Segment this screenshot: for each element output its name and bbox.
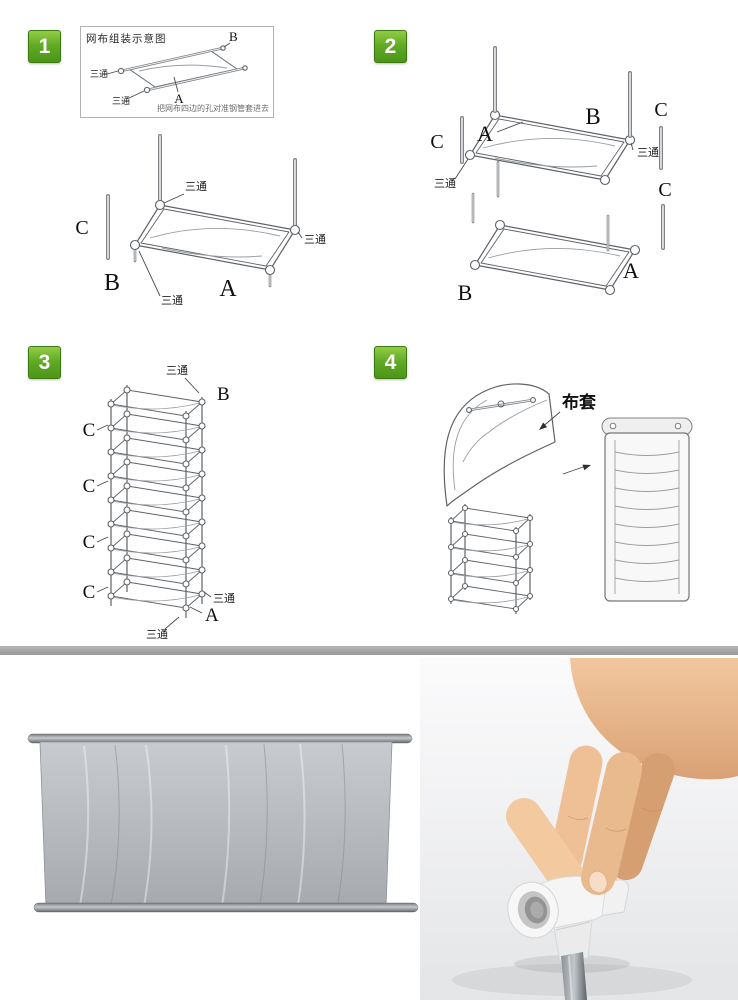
step-2-badge: 2: [374, 30, 407, 63]
label-c: C: [83, 476, 96, 497]
step3-diagram: 三通 B C C C C 三通 A 三通: [83, 364, 235, 641]
label-a: A: [219, 276, 237, 302]
step-3-number: 3: [38, 350, 51, 374]
shelf-frame: [134, 204, 296, 271]
label-c: C: [658, 179, 671, 201]
tee-label: 三通: [213, 592, 235, 605]
label-c: C: [83, 582, 96, 603]
label-b: B: [585, 104, 600, 129]
label-b: B: [229, 29, 238, 44]
tee-label: 三通: [304, 233, 326, 246]
inset-diagram: B A 三通 三通: [90, 29, 248, 106]
inset-bottom-tube: [143, 65, 248, 94]
label-b: B: [104, 270, 120, 296]
label-c: C: [83, 532, 96, 553]
vertical-posts: [133, 134, 297, 288]
tee-label: 三通: [112, 96, 130, 106]
step-3-badge: 3: [28, 346, 61, 379]
next-step-arrow: [562, 464, 591, 475]
inset-title: 网布组装示意图: [86, 33, 167, 45]
corner-connectors: [129, 199, 301, 276]
step-1-badge: 1: [28, 30, 61, 63]
label-b: B: [458, 280, 473, 305]
step2-diagram: C A B C C 三通 三通 A B: [430, 46, 672, 305]
cover-label: 布套: [562, 392, 597, 412]
finished-covered-rack: [601, 417, 693, 602]
inset-caption: 把网布四边的孔对准钢管套进去: [157, 104, 269, 113]
tee-label: 三通: [146, 628, 168, 641]
vertical-posts: [493, 46, 632, 138]
step-2-number: 2: [384, 34, 397, 58]
connector-photo: [420, 658, 738, 1000]
label-c: C: [83, 420, 96, 441]
label-a: A: [205, 605, 219, 626]
step4-diagram: 布套: [443, 383, 693, 614]
label-c: C: [654, 99, 667, 121]
tee-label: 三通: [637, 146, 659, 159]
top-shelf-frame: [464, 109, 636, 186]
label-c: C: [75, 217, 88, 239]
leader-lines: [96, 377, 212, 630]
inset-leader-lines: [106, 42, 231, 99]
uncovered-rack: [447, 504, 534, 614]
section-divider: [0, 646, 738, 655]
mesh-assembly-inset: B A 三通 三通 网布组装示意图 把网布四边的孔对准钢管套进去: [80, 26, 274, 118]
tee-label: 三通: [166, 364, 188, 377]
loose-tubes-c: [460, 116, 665, 250]
step-1-number: 1: [38, 34, 51, 58]
inset-top-tube: [117, 45, 226, 75]
bottom-shelf-frame: [469, 219, 641, 296]
connector-stub-tubes: [471, 160, 610, 252]
tee-label: 三通: [434, 177, 456, 190]
steel-tube: [561, 952, 587, 1000]
cover-pointer-arrow: [539, 411, 561, 430]
fingertip: [581, 861, 615, 895]
tee-label: 三通: [90, 69, 108, 79]
rack-shelves: [107, 386, 206, 612]
hand: [506, 658, 738, 900]
label-a: A: [623, 258, 639, 283]
bottom-tube: [33, 902, 419, 913]
leader-lines: [138, 193, 303, 297]
step-4-badge: 4: [374, 346, 407, 379]
leader-lines: [454, 121, 634, 180]
fabric-cover-sheet: [443, 383, 556, 507]
label-a: A: [174, 91, 184, 106]
label-b: B: [217, 384, 230, 405]
tee-label: 三通: [161, 294, 183, 307]
fabric-shelf-panel: [39, 741, 393, 909]
step1-diagram: C 三通 三通 三通 A B: [75, 134, 326, 307]
label-c: C: [430, 131, 443, 153]
fabric-panel-photo: [27, 733, 419, 913]
label-a: A: [477, 121, 493, 146]
tee-label: 三通: [185, 180, 207, 193]
step-4-number: 4: [384, 350, 397, 374]
